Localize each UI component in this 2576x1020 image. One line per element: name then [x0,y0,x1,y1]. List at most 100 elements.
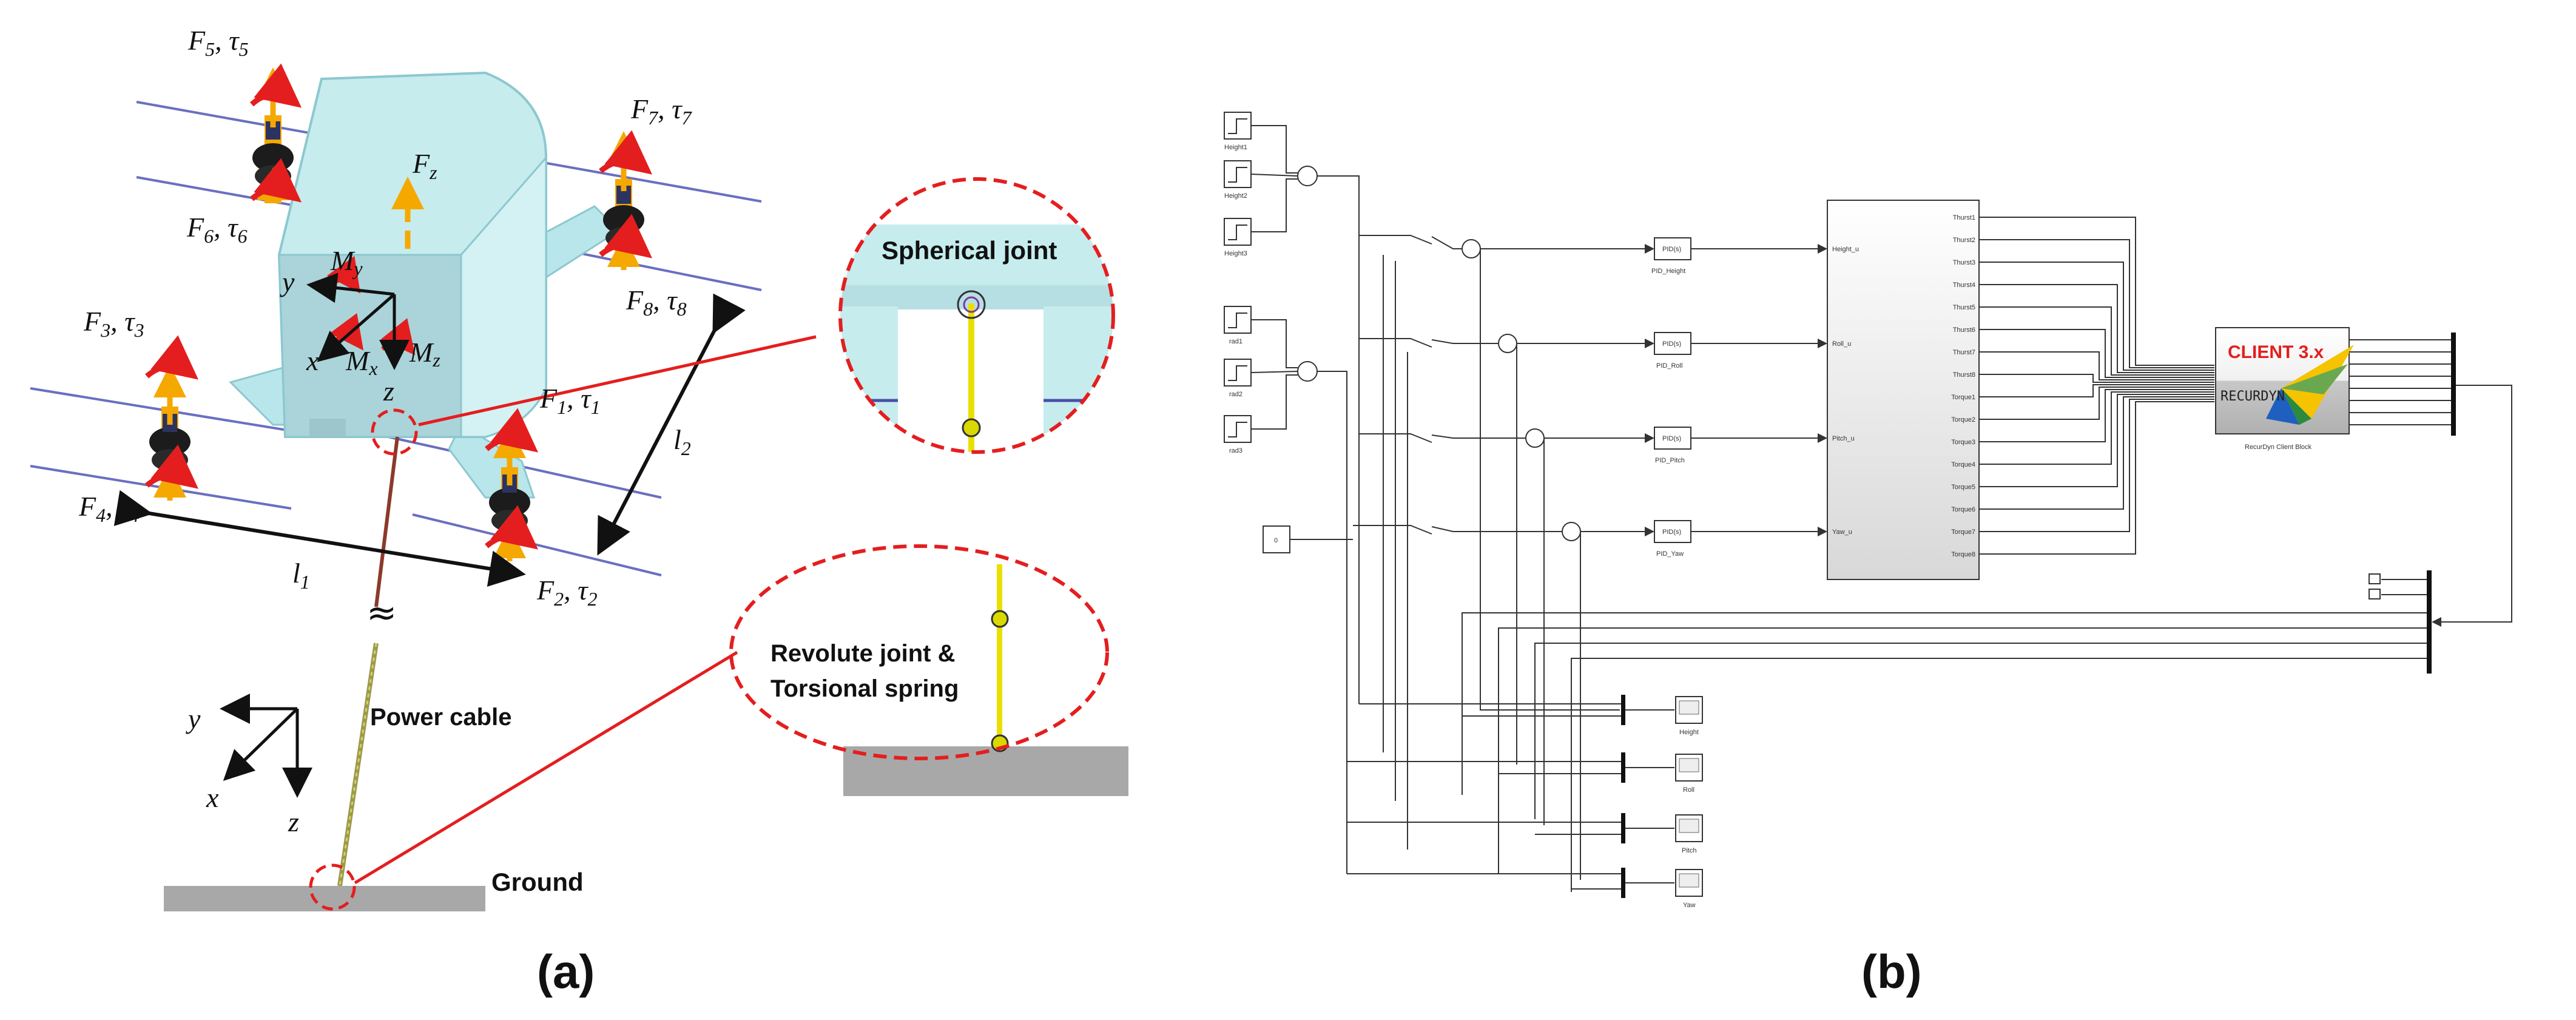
source-height1[interactable] [1224,112,1252,140]
mixer-out-13: Torque5 [1951,484,1975,491]
approx-symbol: ≈ [366,592,397,634]
pid-pitch-text: PID(s) [1662,435,1681,442]
bus-wires [1979,217,2214,555]
pid-height-block[interactable] [1654,237,1691,260]
constant-value: 0 [1274,537,1278,544]
pid-roll-name: PID_Roll [1656,362,1682,370]
scope-label-yaw: Yaw [1683,902,1696,909]
label-f2: F2, τ2 [536,575,598,610]
mixer-in-roll: Roll_u [1832,340,1851,348]
label-f4: F4, τ4 [78,491,140,526]
pid-roll-block[interactable] [1654,332,1691,355]
mixer-in-height: Height_u [1832,246,1859,253]
drone-body [229,71,621,499]
source-height2[interactable] [1224,160,1252,188]
mixer-block[interactable]: Height_u Roll_u Pitch_u Yaw_u Thurst1 Th… [1827,200,1980,580]
label-l1: l1 [292,558,310,593]
mixer-in-pitch: Pitch_u [1832,435,1855,442]
source-rad3[interactable] [1224,415,1252,443]
label-fz: Fz [412,148,437,183]
pid-roll-text: PID(s) [1662,340,1681,348]
body-axis-z: z [383,376,394,407]
panel-b: Height1 Height2 Height3 rad1 rad2 rad3 0 [1224,112,2512,998]
mixer-out-15: Torque7 [1951,529,1975,536]
source-label-rad1: rad1 [1229,338,1242,345]
source-label-height3: Height3 [1224,250,1247,257]
label-my: My [330,245,363,279]
label-l2: l2 [673,424,691,459]
label-mx: Mx [345,345,378,379]
source-height3[interactable] [1224,218,1252,246]
pid-yaw-text: PID(s) [1662,529,1681,536]
pid-pitch-name: PID_Pitch [1655,457,1685,464]
spherical-joint-zoom: Spherical joint [838,177,1115,454]
mixer-in-yaw: Yaw_u [1832,529,1852,536]
mixer-out-9: Torque1 [1951,394,1975,401]
mixer-out-11: Torque3 [1951,439,1975,446]
label-f5: F5, τ5 [187,25,249,60]
mixer-out-1: Thurst1 [1953,214,1975,221]
spherical-joint-label: Spherical joint [882,236,1057,265]
scope-label-roll: Roll [1683,786,1694,794]
source-rad2[interactable] [1224,359,1252,387]
mixer-out-14: Torque6 [1951,506,1975,513]
ground-label: Ground [491,868,584,896]
source-label-rad3: rad3 [1229,447,1242,454]
callout-lines [354,335,817,885]
body-axes [306,272,410,370]
power-cable-label: Power cable [370,704,511,731]
recurdyn-title: CLIENT 3.x [2228,342,2324,362]
source-blocks: Height1 Height2 Height3 rad1 rad2 rad3 0 [1224,112,1290,553]
scopes: Height Roll Pitch Yaw [1347,695,1703,909]
body-axis-x: x [306,345,319,376]
ground-axes [220,694,312,798]
source-label-height2: Height2 [1224,192,1247,200]
scope-label-pitch: Pitch [1682,847,1696,854]
recurdyn-logo-text: RECURDYN [2220,389,2285,404]
source-label-height1: Height1 [1224,144,1247,151]
label-f6: F6, τ6 [186,212,248,247]
pid-height-name: PID_Height [1651,268,1685,275]
mixer-out-2: Thurst2 [1953,237,1975,244]
input-wiring [1250,125,1360,874]
panel-a: Spherical joint Revolute joint & Torsion… [30,25,1128,998]
mixer-out-12: Torque4 [1951,461,1975,468]
switch-rows [1353,235,1654,849]
revolute-joint-label-1: Revolute joint & [770,640,955,667]
pid-yaw-name: PID_Yaw [1656,550,1684,558]
pid-height-text: PID(s) [1662,246,1681,253]
source-rad1[interactable] [1224,306,1252,334]
label-f8: F8, τ8 [625,285,687,320]
feedback-bus [1462,249,2432,892]
pid-pitch-block[interactable] [1654,427,1691,450]
mixer-out-6: Thurst6 [1953,326,1975,334]
ground-axis-z: z [288,806,299,837]
mixer-out-10: Torque2 [1951,416,1975,424]
label-f1: F1, τ1 [539,383,601,418]
body-axis-y: y [280,266,295,297]
joint-markers [309,408,418,911]
recurdyn-client-block[interactable]: CLIENT 3.x RECURDYN RecurDyn Client Bloc… [2215,327,2512,627]
revolute-joint-zoom: Revolute joint & Torsional spring [729,544,1128,796]
mixer-out-8: Thurst8 [1953,371,1975,379]
mixer-outputs: Thurst1 Thurst2 Thurst3 Thurst4 Thurst5 … [1951,214,1975,558]
panel-a-label: (a) [537,945,595,998]
panel-b-label: (b) [1861,945,1922,998]
mixer-out-16: Torque8 [1951,551,1975,558]
scope-label-height: Height [1679,729,1699,736]
label-f3: F3, τ3 [83,306,144,341]
mixer-out-4: Thurst4 [1953,282,1975,289]
label-f7: F7, τ7 [630,93,693,129]
pid-blocks: PID(s) PID(s) PID(s) PID(s) PID_Height P… [1651,237,1827,558]
revolute-joint-label-2: Torsional spring [770,675,959,702]
power-cable [337,436,399,887]
ground-axis-x: x [206,782,219,813]
label-mz: Mz [409,337,440,371]
source-label-rad2: rad2 [1229,391,1242,398]
mixer-out-5: Thurst5 [1953,304,1975,311]
mixer-out-3: Thurst3 [1953,259,1975,266]
recurdyn-caption: RecurDyn Client Block [2245,444,2312,451]
mixer-out-7: Thurst7 [1953,349,1975,356]
ground-axis-y: y [186,703,201,734]
